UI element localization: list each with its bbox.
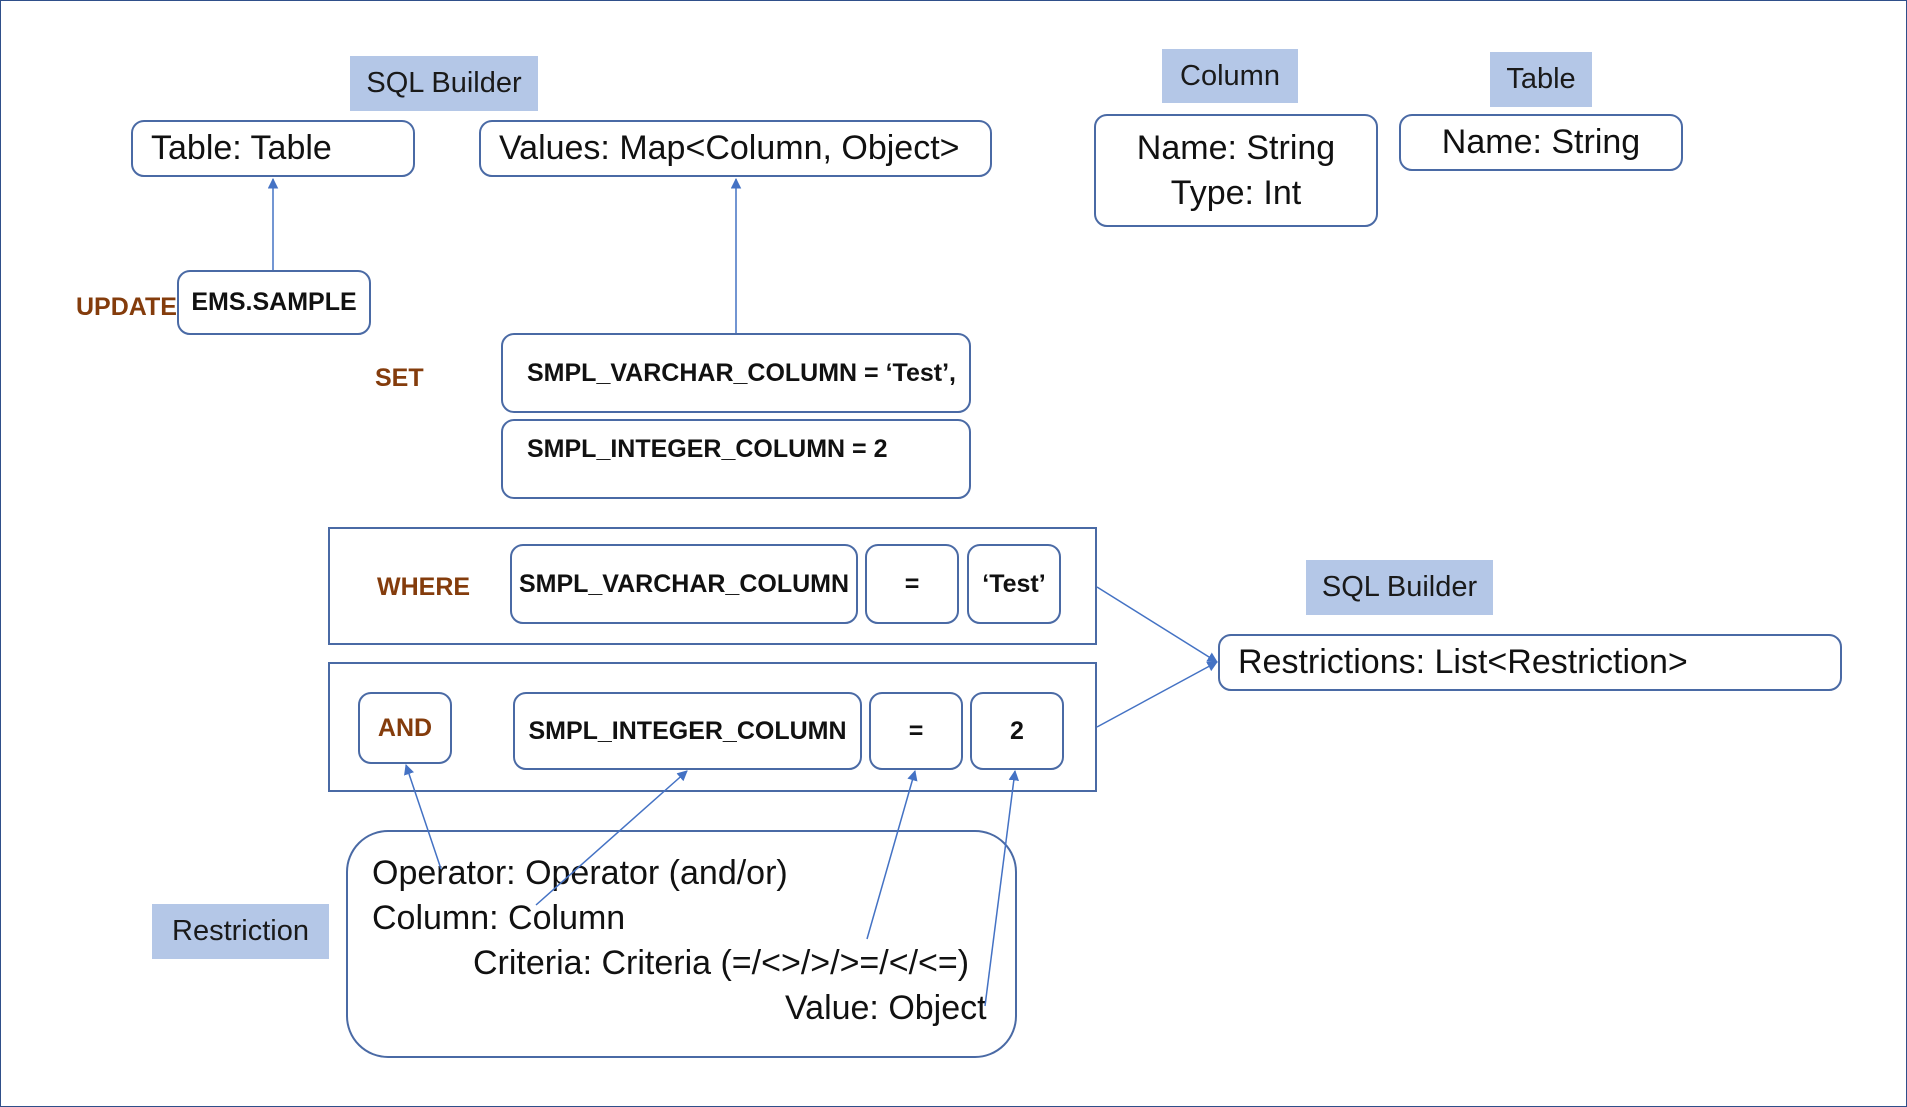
and-keyword: AND	[377, 713, 433, 742]
sql-builder-label-top: SQL Builder	[350, 56, 538, 111]
arrow-and-to-restrictions	[1096, 661, 1218, 728]
column-type-field: Type: Int	[1170, 173, 1302, 212]
column-fields-box: Name: String Type: Int	[1094, 114, 1378, 227]
and-column-box: SMPL_INTEGER_COLUMN	[513, 692, 862, 770]
arrow-where-to-restrictions	[1096, 586, 1218, 663]
where-value-box: ‘Test’	[967, 544, 1061, 624]
restriction-label: Restriction	[152, 904, 329, 959]
update-keyword: UPDATE	[76, 293, 177, 321]
restrictions-field-box: Restrictions: List<Restriction>	[1218, 634, 1842, 691]
set-line-2: SMPL_INTEGER_COLUMN = 2	[501, 419, 971, 499]
restriction-criteria-field: Criteria: Criteria (=/<>/>/>=/</<=)	[473, 944, 970, 982]
and-operator-box: =	[869, 692, 963, 770]
restriction-operator-field: Operator: Operator (and/or)	[372, 854, 788, 892]
set-line-1: SMPL_VARCHAR_COLUMN = ‘Test’,	[501, 333, 971, 413]
and-keyword-box: AND	[358, 692, 452, 764]
table-name-box: Name: String	[1399, 114, 1683, 171]
where-column-box: SMPL_VARCHAR_COLUMN	[510, 544, 858, 624]
restriction-value-field: Value: Object	[785, 989, 987, 1027]
column-label: Column	[1162, 49, 1298, 103]
restriction-column-field: Column: Column	[372, 899, 626, 937]
sql-builder-label-right: SQL Builder	[1306, 560, 1493, 615]
set-keyword: SET	[375, 364, 424, 392]
and-value-box: 2	[970, 692, 1064, 770]
where-operator-box: =	[865, 544, 959, 624]
column-name-field: Name: String	[1136, 128, 1336, 167]
values-field-box: Values: Map<Column, Object>	[479, 120, 992, 177]
table-value-box: EMS.SAMPLE	[177, 270, 371, 335]
table-label: Table	[1490, 52, 1592, 107]
where-keyword: WHERE	[377, 573, 471, 601]
table-field-box: Table: Table	[131, 120, 415, 177]
